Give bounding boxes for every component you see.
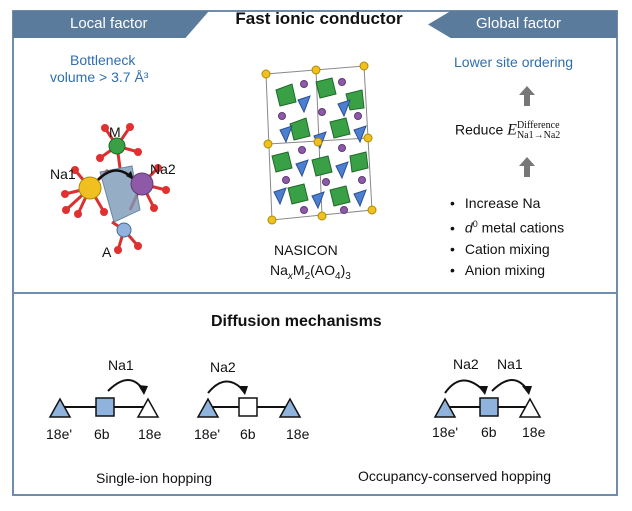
hop3-na2-label: Na2: [453, 356, 479, 372]
single-hop-diagram-2: [196, 380, 302, 418]
a-label: A: [102, 244, 112, 260]
nasicon-purple-atoms: [278, 78, 366, 214]
oxygen-atoms: [61, 123, 170, 254]
site-label-18e: 18e: [138, 426, 162, 442]
global-factor-list: Increase Na d0 metal cations Cation mixi…: [450, 193, 564, 281]
m-atom: [108, 137, 126, 155]
lower-site-ordering: Lower site ordering: [454, 54, 574, 70]
na1-atom: [78, 176, 102, 200]
site-label-18e: 18e: [522, 424, 546, 440]
na1-label: Na1: [50, 166, 76, 182]
site-label-18e-prime: 18e': [432, 424, 459, 440]
list-item: Increase Na: [450, 193, 564, 214]
site-label-6b: 6b: [481, 424, 497, 440]
nasicon-na-atoms: [261, 61, 377, 225]
nasicon-polyhedra: [271, 77, 369, 210]
hop2-na2-label: Na2: [210, 359, 236, 375]
local-factor-banner: [13, 11, 209, 38]
list-item: Anion mixing: [450, 260, 564, 281]
figure-title: Fast ionic conductor: [235, 9, 403, 28]
site-label-6b: 6b: [94, 426, 110, 442]
nasicon-name: NASICON: [274, 242, 338, 258]
up-arrow-icon-2: [519, 157, 535, 177]
hop-arrowhead: [126, 171, 134, 180]
list-item: Cation mixing: [450, 239, 564, 260]
global-factor-label: Global factor: [476, 15, 562, 32]
site-label-18e-prime: 18e': [46, 426, 73, 442]
diffusion-title: Diffusion mechanisms: [211, 313, 382, 330]
local-structure-illustration: [61, 123, 170, 254]
bottleneck-polygon: [99, 165, 141, 223]
site-label-6b: 6b: [240, 426, 256, 442]
single-hop-diagram-1: [48, 379, 160, 418]
occupancy-conserved-hopping-label: Occupancy-conserved hopping: [358, 468, 552, 484]
na2-atom: [130, 172, 154, 196]
section-divider: [13, 292, 617, 294]
single-ion-hopping-label: Single-ion hopping: [96, 470, 212, 486]
site-label-18e: 18e: [286, 426, 310, 442]
diffusion-diagrams: [48, 379, 542, 418]
list-item: d0 metal cations: [450, 214, 564, 239]
bottleneck-label: Bottleneck: [70, 52, 136, 68]
up-arrow-icon: [519, 86, 535, 106]
site-label-18e-prime: 18e': [194, 426, 221, 442]
hop1-na1-label: Na1: [108, 357, 134, 373]
hop3-na1-label: Na1: [497, 356, 523, 372]
m-label: M: [109, 124, 121, 140]
nasicon-structure-illustration: [261, 61, 377, 225]
conserved-hop-diagram: [433, 379, 542, 418]
global-factor-banner: [428, 11, 617, 38]
local-factor-label: Local factor: [70, 15, 148, 32]
nasicon-formula: NaxM2(AO4)3: [270, 262, 351, 282]
a-atom: [116, 222, 132, 238]
na2-label: Na2: [150, 161, 176, 177]
bottleneck-volume-label: volume > 3.7 Å³: [50, 69, 149, 85]
